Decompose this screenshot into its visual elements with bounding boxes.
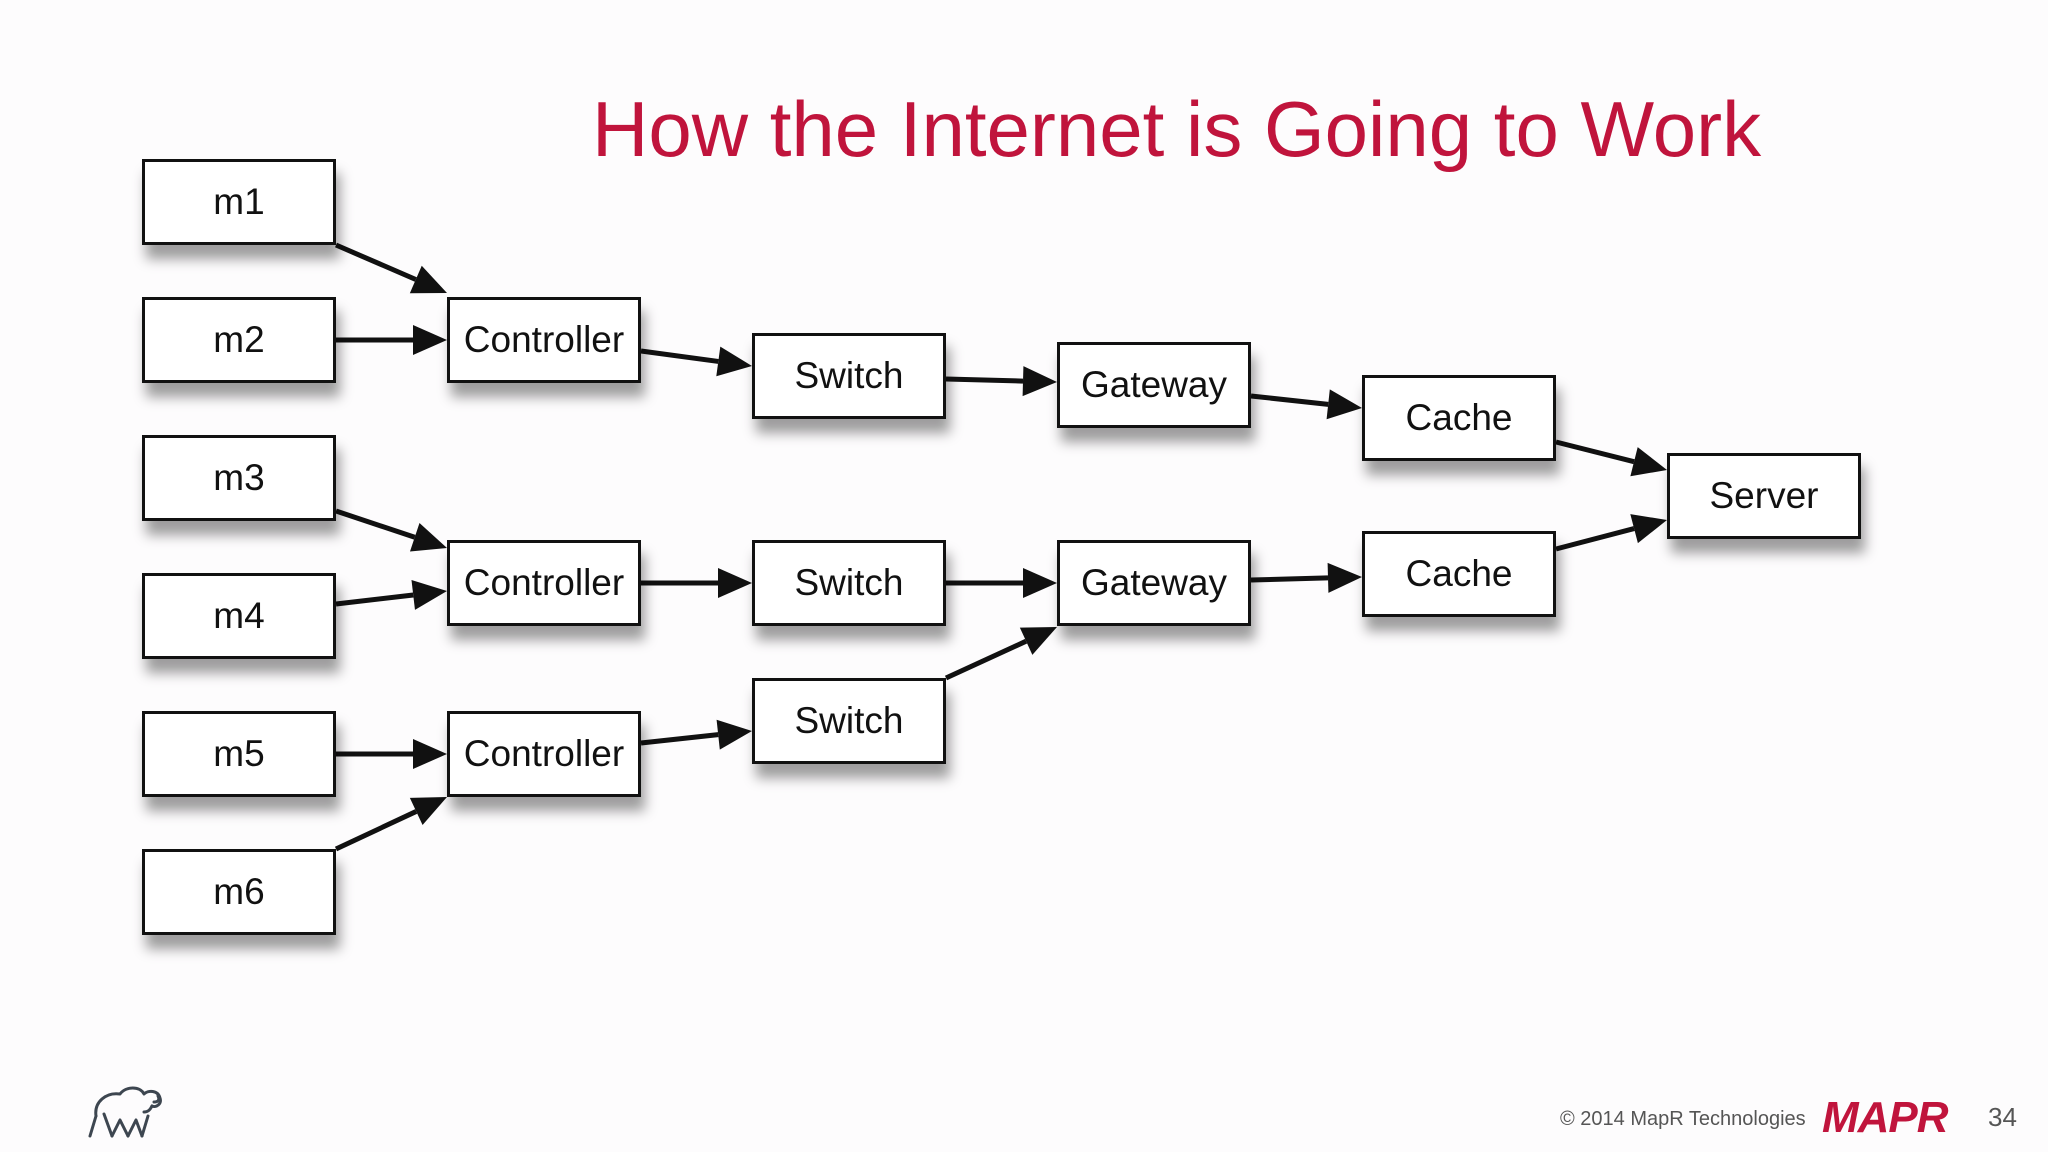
node-m1: m1 <box>142 159 336 245</box>
edge-gateway2-to-cache2 <box>1250 562 1362 593</box>
edge-m1-to-controller1 <box>335 242 447 294</box>
arrowhead-icon <box>1023 568 1057 598</box>
arrowhead-icon <box>409 797 447 826</box>
edge-line <box>1555 439 1635 465</box>
edge-m4-to-controller2 <box>335 580 447 610</box>
arrowhead-icon <box>1326 389 1362 420</box>
edge-m3-to-controller2 <box>335 508 447 552</box>
edge-line <box>640 348 719 364</box>
page-number: 34 <box>1988 1102 2017 1132</box>
node-m4: m4 <box>142 573 336 659</box>
node-controller-2: Controller <box>447 540 641 626</box>
edge-line <box>1250 575 1329 583</box>
arrowhead-icon <box>1327 562 1362 593</box>
arrowhead-icon <box>410 523 447 552</box>
edge-m6-to-controller3 <box>334 797 447 852</box>
node-switch-2: Switch <box>752 540 946 626</box>
node-switch-3: Switch <box>752 678 946 764</box>
arrowhead-icon <box>413 325 447 355</box>
node-controller-1: Controller <box>447 297 641 383</box>
footer-copyright: © 2014 MapR Technologies <box>1560 1108 1806 1130</box>
edge-m2-to-controller1 <box>336 325 447 355</box>
node-cache-1: Cache <box>1362 375 1556 461</box>
edge-cache1-to-server <box>1555 439 1667 477</box>
edge-gateway1-to-cache1 <box>1250 389 1362 420</box>
edge-m5-to-controller3 <box>336 739 447 769</box>
mapr-elephant-logo-icon <box>88 1086 162 1138</box>
arrowhead-icon <box>1630 514 1667 544</box>
node-switch-1: Switch <box>752 333 946 419</box>
edge-line <box>334 809 418 852</box>
node-m5: m5 <box>142 711 336 797</box>
node-cache-2: Cache <box>1362 531 1556 617</box>
edge-switch1-to-gateway1 <box>945 366 1057 397</box>
edge-controller1-to-switch1 <box>640 346 752 377</box>
arrowhead-icon <box>413 739 447 769</box>
arrowhead-icon <box>716 719 752 750</box>
edge-line <box>1250 393 1329 407</box>
arrowhead-icon <box>1630 447 1667 477</box>
edge-cache2-to-server <box>1555 514 1667 552</box>
edge-line <box>945 376 1024 384</box>
edge-controller2-to-switch2 <box>641 568 752 598</box>
arrowhead-icon <box>718 568 752 598</box>
node-gateway-2: Gateway <box>1057 540 1251 626</box>
edge-line <box>944 638 1028 681</box>
edge-controller3-to-switch3 <box>640 719 752 750</box>
node-m6: m6 <box>142 849 336 935</box>
node-gateway-1: Gateway <box>1057 342 1251 428</box>
arrowhead-icon <box>409 265 447 294</box>
arrowhead-icon <box>1019 627 1057 655</box>
node-controller-3: Controller <box>447 711 641 797</box>
mapr-logo: MAPR <box>1822 1094 1950 1140</box>
node-m2: m2 <box>142 297 336 383</box>
slide-title: How the Internet is Going to Work <box>592 85 1762 173</box>
edge-line <box>640 732 719 746</box>
edge-line <box>335 242 417 282</box>
node-m3: m3 <box>142 435 336 521</box>
arrowhead-icon <box>716 346 752 377</box>
edge-switch3-to-gateway2 <box>944 627 1057 681</box>
edge-line <box>1555 526 1635 552</box>
node-server: Server <box>1667 453 1861 539</box>
edge-switch2-to-gateway2 <box>946 568 1057 598</box>
edge-line <box>335 508 416 540</box>
svg-text:MAPR: MAPR <box>1822 1094 1949 1140</box>
arrowhead-icon <box>1022 366 1057 397</box>
edge-line <box>335 592 414 607</box>
arrowhead-icon <box>411 580 447 610</box>
